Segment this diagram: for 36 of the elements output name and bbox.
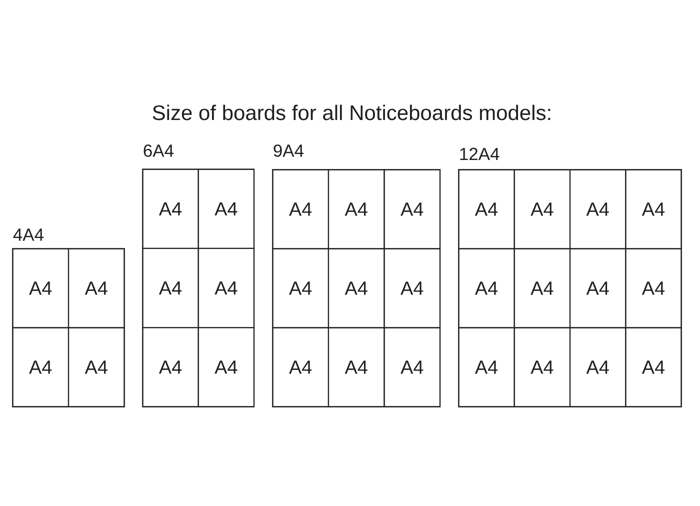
board-label: 9A4 (274, 144, 304, 157)
grid-cell: A4 (569, 327, 626, 408)
grid-cell: A4 (198, 168, 255, 249)
grid-cell: A4 (142, 168, 199, 249)
grid-cell: A4 (12, 248, 70, 328)
grid-cell: A4 (384, 248, 441, 328)
grid-cell: A4 (458, 169, 515, 250)
grid-cell: A4 (142, 248, 199, 328)
grid-cell: A4 (514, 248, 571, 328)
grid-cell: A4 (198, 327, 255, 408)
grid-cell: A4 (625, 169, 682, 250)
grid-cell: A4 (328, 248, 385, 328)
board-label: 4A4 (13, 228, 44, 241)
grid-cell: A4 (12, 327, 70, 408)
grid-cell: A4 (384, 327, 441, 408)
grid-cell: A4 (384, 169, 441, 250)
grid-cell: A4 (272, 248, 330, 328)
grid-cell: A4 (272, 169, 330, 250)
grid-cell: A4 (458, 248, 515, 328)
grid-cell: A4 (142, 327, 199, 408)
grid-cell: A4 (569, 248, 626, 328)
title: Size of boards for all Noticeboards models: (152, 104, 550, 120)
grid-cell: A4 (625, 327, 682, 408)
grid-cell: A4 (625, 248, 682, 328)
board-label: 12A4 (460, 148, 500, 160)
grid-cell: A4 (68, 248, 125, 328)
grid-cell: A4 (272, 327, 330, 408)
grid-cell: A4 (569, 169, 626, 250)
grid-cell: A4 (514, 169, 571, 250)
grid-cell: A4 (198, 248, 255, 328)
grid-cell: A4 (328, 169, 385, 250)
grid-cell: A4 (328, 327, 385, 408)
grid-cell: A4 (68, 327, 125, 408)
board-label: 6A4 (144, 144, 174, 157)
grid-cell: A4 (514, 327, 571, 408)
grid-cell: A4 (458, 327, 515, 408)
